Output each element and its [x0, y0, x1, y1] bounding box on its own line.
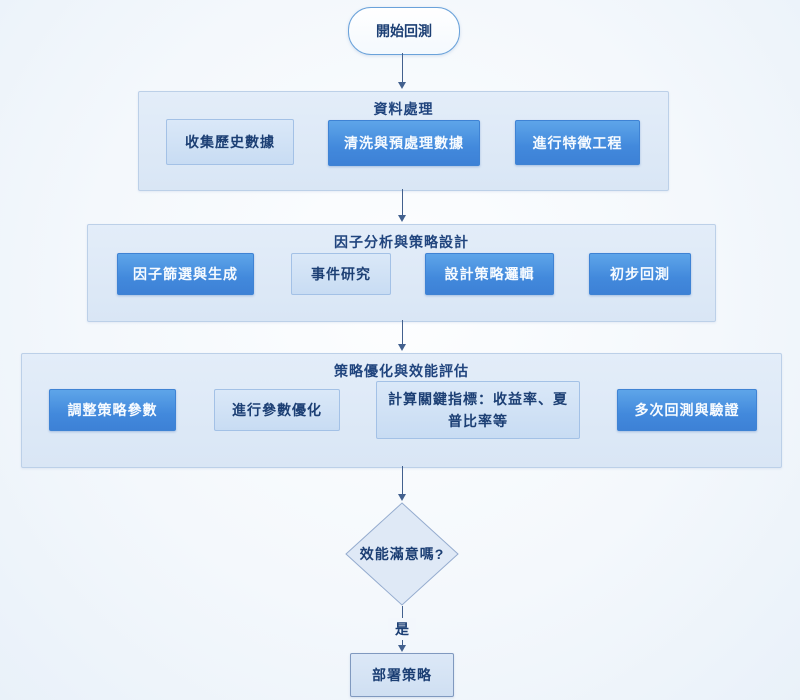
arrow-line [401, 466, 403, 494]
yes-label: 是 [388, 618, 416, 640]
end-node-deploy: 部署策略 [350, 653, 454, 697]
arrow-optimization-to-decision [398, 466, 406, 501]
start-node: 開始回測 [348, 7, 460, 55]
group-title: 策略優化與效能評估 [334, 363, 469, 379]
arrow-head-icon [398, 82, 406, 89]
arrow-factor-to-optimization [398, 320, 406, 351]
node-multiple-backtests: 多次回測與驗證 [617, 389, 757, 431]
group-factor-analysis: 因子分析與策略設計 因子篩選與生成 事件研究 設計策略邏輯 初步回測 [87, 224, 716, 322]
node-strategy-logic: 設計策略邏輯 [425, 253, 554, 295]
node-collect-historical-data: 收集歷史數據 [166, 119, 294, 165]
node-adjust-parameters: 調整策略參數 [49, 389, 176, 431]
arrow-line [401, 320, 403, 344]
arrow-head-icon [398, 344, 406, 351]
decision-node: 效能滿意嗎? [345, 502, 459, 606]
start-node-label: 開始回測 [376, 23, 432, 39]
node-parameter-optimization: 進行參數優化 [214, 389, 340, 431]
node-factor-screening: 因子篩選與生成 [117, 253, 254, 295]
group-title: 資料處理 [373, 101, 434, 117]
node-clean-preprocess-data: 清洗與預處理數據 [328, 120, 480, 166]
decision-label: 效能滿意嗎? [359, 546, 445, 562]
node-event-study: 事件研究 [291, 253, 391, 295]
arrow-start-to-data-processing [398, 53, 406, 89]
group-data-processing: 資料處理 收集歷史數據 清洗與預處理數據 進行特徵工程 [138, 91, 669, 191]
node-key-metrics: 計算關鍵指標：收益率、夏普比率等 [376, 381, 580, 439]
arrow-head-icon [398, 494, 406, 501]
diamond-shape [345, 502, 459, 606]
arrow-line [401, 189, 403, 215]
node-feature-engineering: 進行特徵工程 [515, 120, 640, 165]
arrow-data-to-factor-analysis [398, 189, 406, 222]
arrow-head-icon [398, 215, 406, 222]
arrow-head-icon [398, 645, 406, 652]
group-strategy-optimization: 策略優化與效能評估 調整策略參數 進行參數優化 計算關鍵指標：收益率、夏普比率等… [21, 353, 782, 468]
arrow-line [401, 53, 403, 82]
group-title: 因子分析與策略設計 [334, 234, 469, 250]
node-preliminary-backtest: 初步回測 [589, 253, 691, 295]
